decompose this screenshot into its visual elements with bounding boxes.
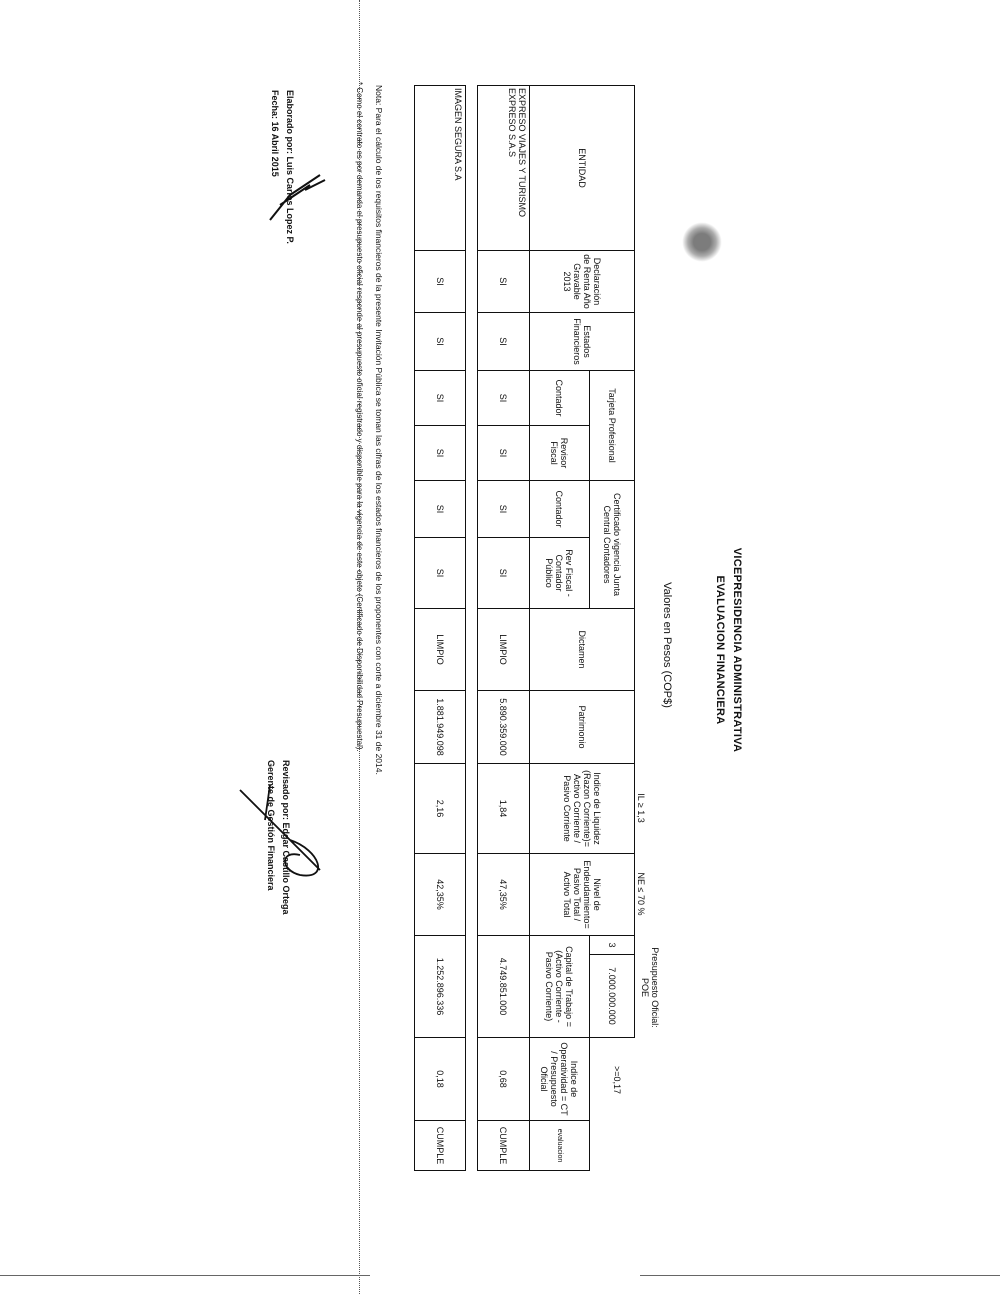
fecha: Fecha: 16 Abril 2015 [270, 90, 280, 177]
cell-entidad: EXPRESO VIAJES Y TURISMO EXPRESO S.A.S [477, 85, 530, 251]
signature-1 [269, 174, 326, 221]
cell-estados: SI [477, 312, 530, 371]
cell-capital: 4.749.851.000 [477, 935, 530, 1038]
header-liquidez: Indice de Liquidez (Razon Corriente)= Ac… [529, 763, 635, 854]
cell-capital: 1.252.896.336 [414, 935, 466, 1038]
header-capital: Capital de Trabajo = (Activo Corriente -… [529, 935, 590, 1038]
cell-operatividad: 0,18 [414, 1037, 466, 1121]
cell-rev-fiscal: SI [414, 537, 466, 609]
header-contador: Contador [529, 370, 590, 426]
header-operatividad: Indice de Operatividad = CT / Presupuest… [529, 1037, 590, 1121]
cell-dictamen: LIMPIO [414, 608, 466, 691]
cell-contador-2: SI [477, 480, 530, 538]
cell-estados: SI [414, 312, 466, 371]
cell-declaracion: SI [414, 250, 466, 313]
criteria-operatividad: >=0,17 [612, 1065, 622, 1095]
cell-patrimonio: 1.881.949.098 [414, 690, 466, 764]
header-tarjeta: Tarjeta Profesional [589, 370, 635, 481]
header-estados: Estados Financieros [529, 312, 635, 371]
subtitle: Valores en Pesos (COP$) [661, 582, 673, 708]
signature-2 [239, 784, 321, 877]
cell-contador-2: SI [414, 480, 466, 538]
header-dictamen: Dictamen [529, 608, 635, 691]
cell-evaluacion: CUMPLE [477, 1120, 530, 1171]
header-evaluacion: evaluacion [529, 1120, 590, 1171]
header-patrimonio: Patrimonio [529, 690, 635, 764]
cell-revisor: SI [414, 425, 466, 481]
cell-declaracion: SI [477, 250, 530, 313]
criteria-endeudamiento: NE ≤ 70 % [636, 872, 646, 916]
cell-contador: SI [477, 370, 530, 426]
seal-stamp [682, 222, 722, 262]
cell-dictamen: LIMPIO [477, 608, 530, 691]
cell-revisor: SI [477, 425, 530, 481]
criteria-liquidez: IL ≥ 1,3 [636, 793, 646, 823]
cell-entidad: IMAGEN SEGURA S.A [414, 85, 466, 251]
title-2: EVALUACION FINANCIERA [714, 575, 726, 725]
scan-edge-line [0, 1275, 370, 1276]
cell-evaluacion: CUMPLE [414, 1120, 466, 1171]
criteria-presupuesto: Presupuesto Oficial: POE [640, 947, 660, 1028]
divider [359, 0, 360, 1294]
cell-rev-fiscal: SI [477, 537, 530, 609]
header-presupuesto-value: 7.000.000.000 [589, 954, 635, 1038]
cell-patrimonio: 5.890.359.000 [477, 690, 530, 764]
cell-liquidez: 2,16 [414, 763, 466, 854]
cell-operatividad: 0,68 [477, 1037, 530, 1121]
header-presupuesto-num: 3 [589, 935, 635, 955]
note-1: Nota: Para el cálculo de los requisitos … [374, 85, 384, 775]
title-1: VICEPRESIDENCIA ADMINISTRATIVA [731, 547, 743, 753]
header-endeudamiento: Nivel de Endeudamiento= Pasivo Total / A… [529, 853, 635, 936]
header-certificado: Certificado vigencia Junta Central Conta… [589, 480, 635, 609]
cell-liquidez: 1,84 [477, 763, 530, 854]
cell-endeudamiento: 47,35% [477, 853, 530, 936]
cell-endeudamiento: 42,35% [414, 853, 466, 936]
header-rev-fiscal: Rev Fiscal - Contador Público [529, 537, 590, 609]
header-declaracion: Declaración de Renta Año Gravable 2013 [529, 250, 635, 313]
header-entidad: ENTIDAD [529, 85, 635, 251]
scan-edge-line [640, 1275, 1000, 1276]
header-contador-2: Contador [529, 480, 590, 538]
header-revisor: Revisor Fiscal [529, 425, 590, 481]
cell-contador: SI [414, 370, 466, 426]
